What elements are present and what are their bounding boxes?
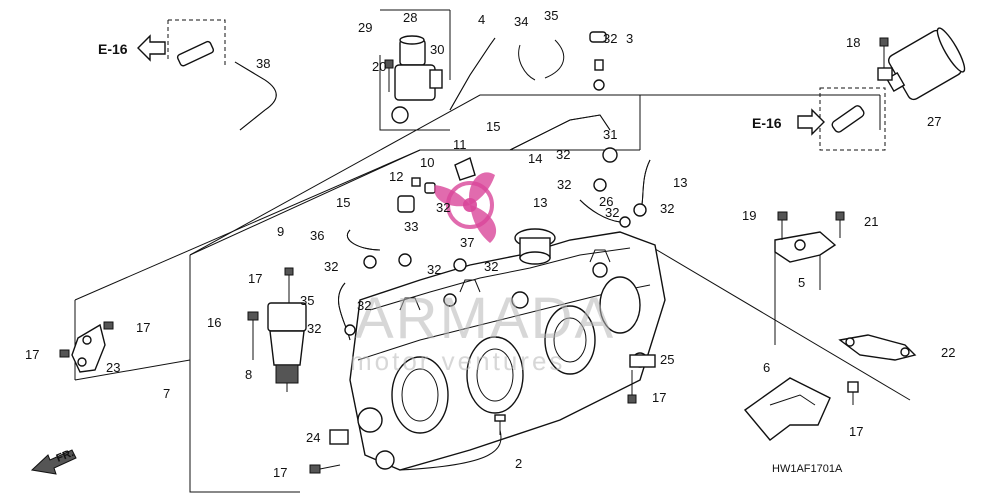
callout-22[interactable]: 22 (941, 345, 955, 360)
inset-box-left (167, 19, 226, 67)
callout-3[interactable]: 3 (626, 31, 633, 46)
callout-32[interactable]: 32 (357, 298, 371, 313)
callout-19[interactable]: 19 (742, 208, 756, 223)
callout-32[interactable]: 32 (556, 147, 570, 162)
callout-23[interactable]: 23 (106, 360, 120, 375)
callout-5[interactable]: 5 (798, 275, 805, 290)
callout-38[interactable]: 38 (256, 56, 270, 71)
callout-37[interactable]: 37 (460, 235, 474, 250)
callout-10[interactable]: 10 (420, 155, 434, 170)
callout-13[interactable]: 13 (533, 195, 547, 210)
callout-8[interactable]: 8 (245, 367, 252, 382)
callout-32[interactable]: 32 (605, 205, 619, 220)
watermark: ARMADA motor ventures (350, 172, 615, 376)
callout-30[interactable]: 30 (430, 42, 444, 57)
hoses (234, 37, 651, 471)
small-parts (309, 31, 859, 474)
callout-18[interactable]: 18 (846, 35, 860, 50)
callout-28[interactable]: 28 (403, 10, 417, 25)
section-arrow-right (797, 108, 825, 136)
callout-6[interactable]: 6 (763, 360, 770, 375)
direction-label: FR. (55, 447, 76, 465)
throttle-body (349, 231, 666, 471)
callout-35[interactable]: 35 (544, 8, 558, 23)
section-ref-right[interactable]: E-16 (752, 115, 782, 131)
callout-17[interactable]: 17 (136, 320, 150, 335)
callout-27[interactable]: 27 (927, 114, 941, 129)
callout-21[interactable]: 21 (864, 214, 878, 229)
callout-14[interactable]: 14 (528, 151, 542, 166)
callout-32[interactable]: 32 (427, 262, 441, 277)
callout-17[interactable]: 17 (652, 390, 666, 405)
callout-2[interactable]: 2 (515, 456, 522, 471)
callout-32[interactable]: 32 (660, 201, 674, 216)
idle-air-control-valve (514, 228, 556, 265)
callout-16[interactable]: 16 (207, 315, 221, 330)
callout-17[interactable]: 17 (25, 347, 39, 362)
front-direction-arrow (30, 449, 77, 475)
bracket-23 (838, 334, 917, 361)
callout-25[interactable]: 25 (660, 352, 674, 367)
callout-15[interactable]: 15 (486, 119, 500, 134)
callout-17[interactable]: 17 (248, 271, 262, 286)
inset-box (819, 87, 886, 151)
section-arrow-left (137, 34, 166, 62)
callout-34[interactable]: 34 (514, 14, 528, 29)
callout-12[interactable]: 12 (389, 169, 403, 184)
assembly-bracket-lines (74, 9, 911, 493)
callout-17[interactable]: 17 (849, 424, 863, 439)
callout-32[interactable]: 32 (603, 31, 617, 46)
callout-33[interactable]: 33 (404, 219, 418, 234)
callout-35[interactable]: 35 (300, 293, 314, 308)
callout-26[interactable]: 26 (599, 194, 613, 209)
callout-29[interactable]: 29 (358, 20, 372, 35)
callout-11[interactable]: 11 (453, 137, 467, 152)
callout-32[interactable]: 32 (324, 259, 338, 274)
callout-15[interactable]: 15 (336, 195, 350, 210)
cover-6 (743, 377, 831, 441)
callout-20[interactable]: 20 (372, 59, 386, 74)
callout-9[interactable]: 9 (277, 224, 284, 239)
callout-24[interactable]: 24 (306, 430, 320, 445)
callout-7[interactable]: 7 (163, 386, 170, 401)
callout-32[interactable]: 32 (307, 321, 321, 336)
watermark-brand: ARMADA (355, 286, 615, 351)
callout-32[interactable]: 32 (484, 259, 498, 274)
callout-4[interactable]: 4 (478, 12, 485, 27)
solenoid-valve-29 (384, 35, 443, 124)
callout-17[interactable]: 17 (273, 465, 287, 480)
callout-13[interactable]: 13 (673, 175, 687, 190)
callout-32[interactable]: 32 (436, 200, 450, 215)
sensor-8 (247, 267, 307, 392)
callout-32[interactable]: 32 (557, 177, 571, 192)
callout-36[interactable]: 36 (310, 228, 324, 243)
callout-31[interactable]: 31 (603, 127, 617, 142)
filter-28 (877, 27, 966, 101)
watermark-tagline: motor ventures (350, 346, 565, 376)
bracket-5 (774, 211, 845, 263)
section-ref-left[interactable]: E-16 (98, 41, 128, 57)
diagram-code: HW1AF1701A (772, 463, 843, 475)
bracket-24 (59, 321, 114, 373)
propeller-logo (434, 172, 497, 243)
